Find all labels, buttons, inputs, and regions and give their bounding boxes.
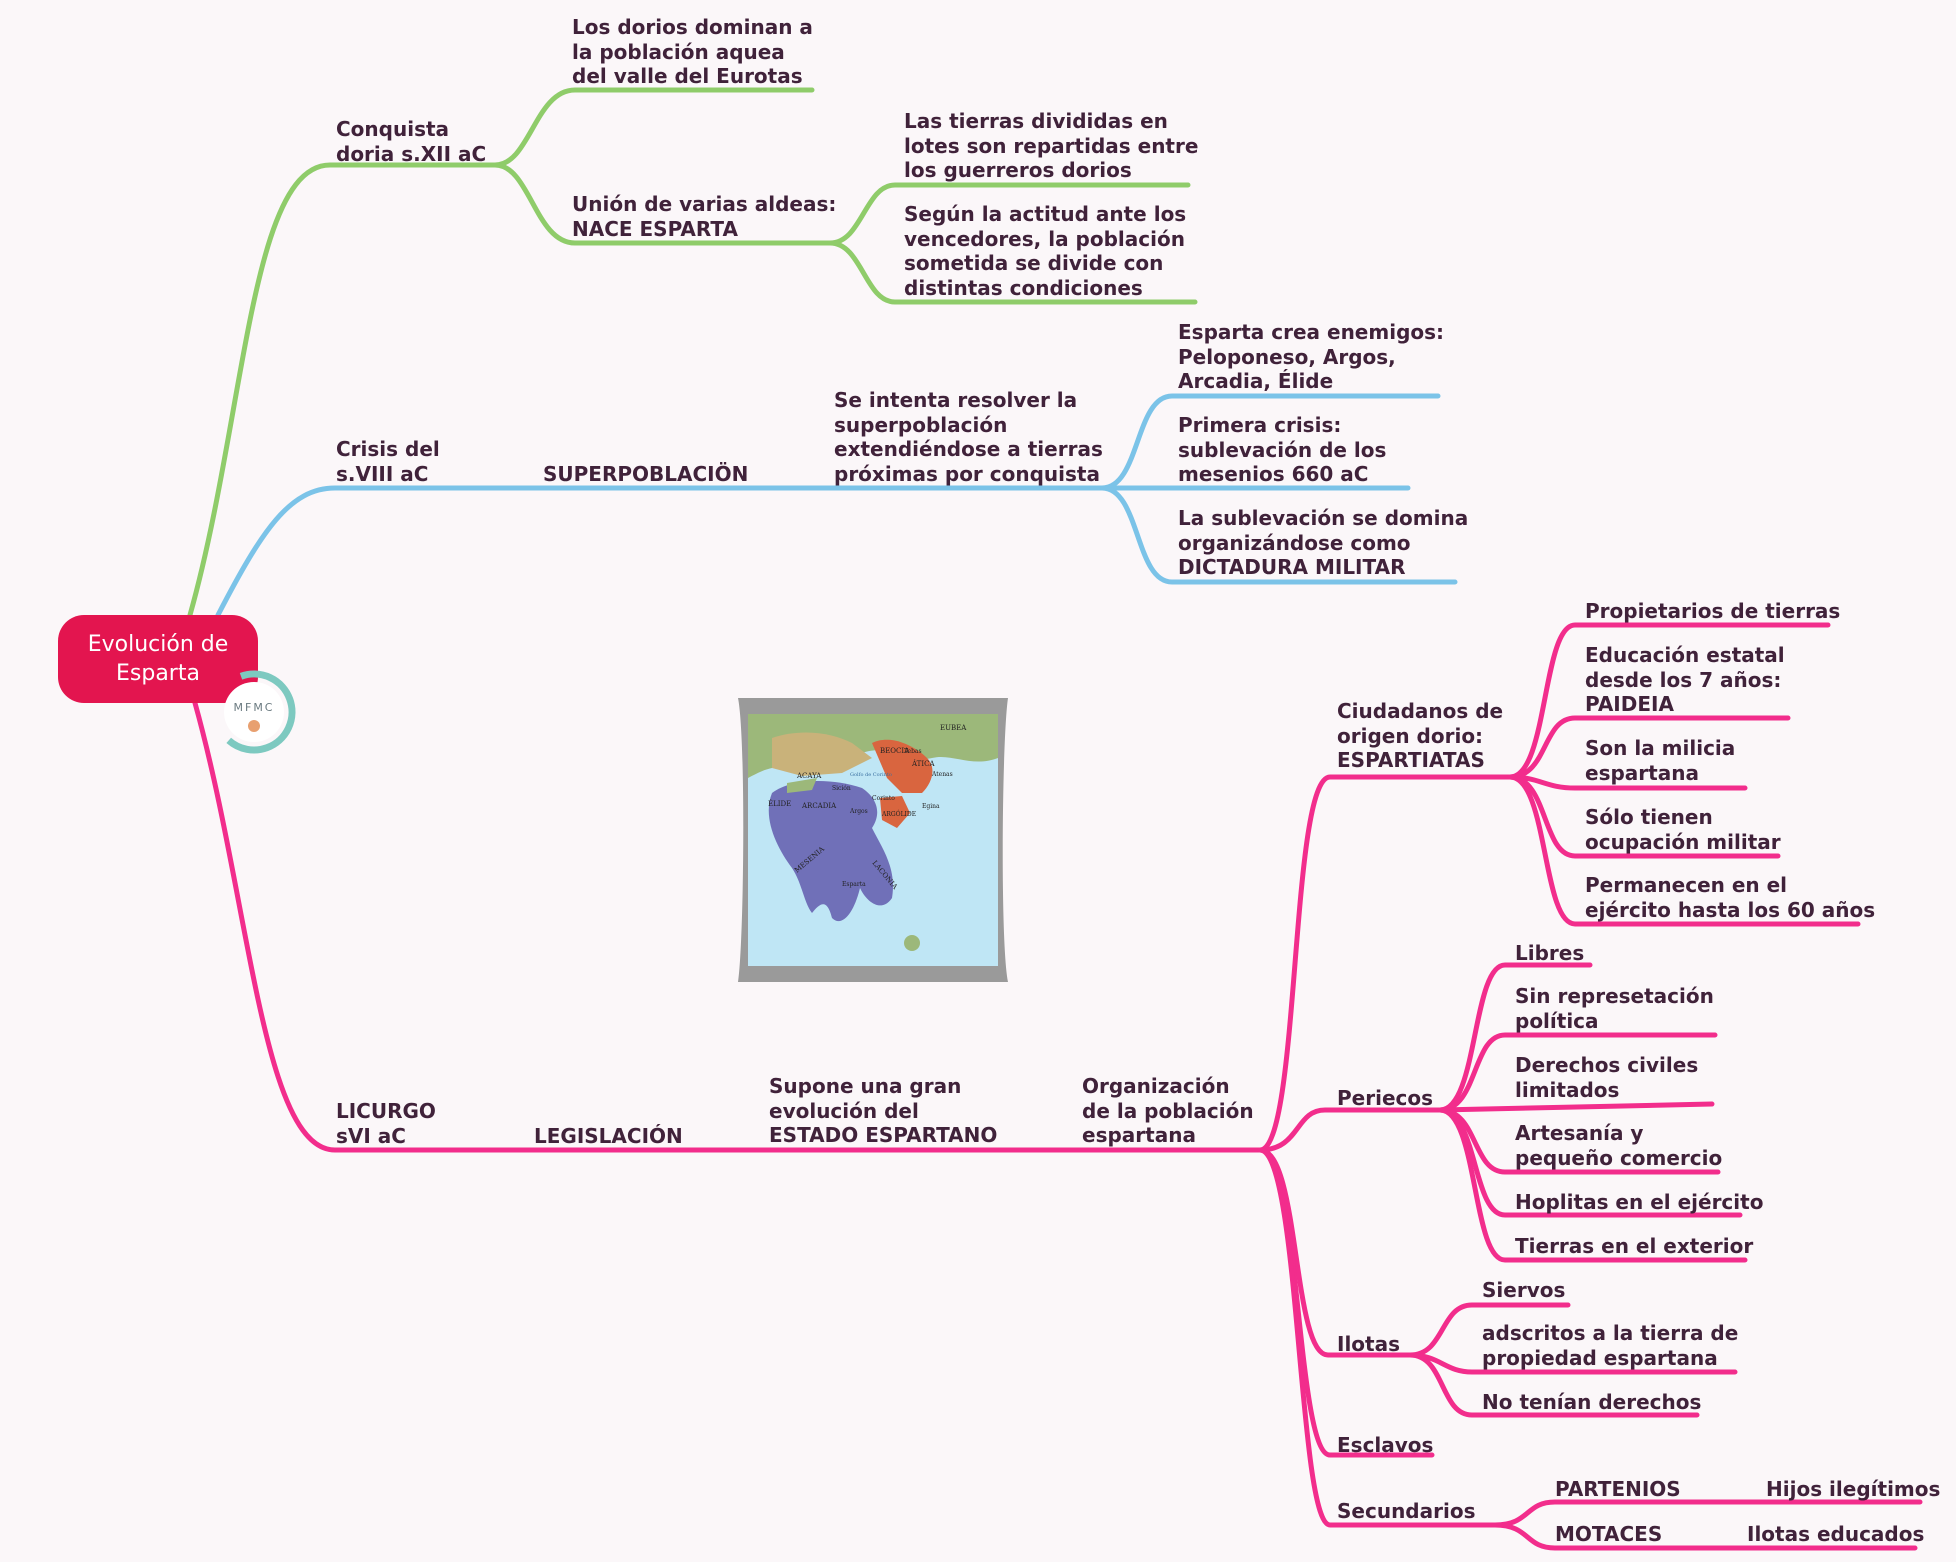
- ilotas-item-line: [1407, 1352, 1700, 1418]
- ilotas-item[interactable]: adscritos a la tierra de propiedad espar…: [1482, 1321, 1739, 1370]
- espartiatas-item-line: [1507, 774, 1861, 927]
- dictadura-militar-label[interactable]: La sublevación se domina organizándose c…: [1178, 506, 1469, 579]
- crisis-to-enemigos-line: [1099, 393, 1441, 491]
- espartiatas-item[interactable]: Son la milicia espartana: [1585, 736, 1736, 785]
- secundarios-to-motaces-line: [1492, 1522, 1918, 1551]
- espartiatas-item-line: [1507, 715, 1791, 780]
- crisis-label[interactable]: Crisis del s.VIII aC: [336, 437, 440, 486]
- conquista-label[interactable]: Conquista doria s.XII aC: [336, 117, 487, 166]
- ilotas-item-line: [1407, 1302, 1571, 1358]
- ilotas-item[interactable]: No tenían derechos: [1482, 1390, 1702, 1414]
- root-node[interactable]: Evolución de Esparta: [58, 615, 258, 703]
- map-label: ÁTICA: [911, 759, 935, 768]
- dorios-dominan-label[interactable]: Los dorios dominan a la población aquea …: [572, 15, 813, 88]
- espartiatas-label[interactable]: Ciudadanos de origen dorio: ESPARTIATAS: [1337, 699, 1504, 772]
- map-label: Egina: [922, 803, 940, 810]
- periecos-item[interactable]: Sin represetación política: [1515, 984, 1714, 1033]
- periecos-item-line: [1437, 1101, 1715, 1113]
- map-label: Tebas: [904, 748, 922, 755]
- root-to-conquista-line: [187, 162, 498, 618]
- map-label: Atenas: [931, 771, 953, 778]
- esparta-enemigos-label[interactable]: Esparta crea enemigos: Peloponeso, Argos…: [1178, 320, 1445, 393]
- union-to-tierras-line: [827, 182, 1191, 246]
- org-to-espartiatas-line: [1257, 774, 1513, 1153]
- periecos-item[interactable]: Hoplitas en el ejército: [1515, 1190, 1764, 1214]
- map-label: BEOCIA: [880, 747, 910, 755]
- crisis-to-sublevacion-line: [1099, 485, 1458, 585]
- logo-text: MFMC: [234, 701, 275, 714]
- org-to-periecos-line: [1257, 1107, 1443, 1153]
- superpoblacion-label[interactable]: SUPERPOBLACIÖN: [543, 462, 749, 486]
- tierras-divididas-label[interactable]: Las tierras divididas en lotes son repar…: [904, 109, 1199, 182]
- org-to-ilotas-line: [1257, 1147, 1413, 1358]
- greece-map-image: BEOCIA EUBEA ÁTICA Tebas Atenas ACAYA Si…: [738, 698, 1008, 982]
- root-to-licurgo-line: [192, 700, 1263, 1153]
- partenios-desc-label[interactable]: Hijos ilegítimos: [1766, 1477, 1941, 1501]
- partenios-label[interactable]: PARTENIOS: [1555, 1477, 1681, 1501]
- resolver-superpoblacion-label[interactable]: Se intenta resolver la superpoblación ex…: [834, 388, 1103, 486]
- periecos-item-line: [1437, 962, 1593, 1113]
- ilotas-item[interactable]: Siervos: [1482, 1278, 1566, 1302]
- map-label: ARCADIA: [801, 802, 837, 810]
- root-to-crisis-line: [215, 485, 1105, 618]
- map-label: Golfo de Corinto: [850, 772, 892, 778]
- espartiatas-item[interactable]: Propietarios de tierras: [1585, 599, 1841, 623]
- periecos-item[interactable]: Tierras en el exterior: [1515, 1234, 1754, 1258]
- secundarios-label[interactable]: Secundarios: [1337, 1499, 1476, 1523]
- union-to-actitud-line: [827, 240, 1198, 305]
- mfmc-logo: MFMC: [212, 670, 296, 754]
- periecos-item[interactable]: Derechos civiles limitados: [1515, 1053, 1699, 1102]
- map-label: Sición: [832, 785, 851, 792]
- motaces-desc-label[interactable]: Ilotas educados: [1747, 1522, 1925, 1546]
- map-label: Esparta: [842, 881, 866, 888]
- conquista-to-union-line: [492, 162, 833, 246]
- map-label: ARGÓLIDE: [881, 810, 916, 818]
- actitud-vencedores-label[interactable]: Según la actitud ante los vencedores, la…: [904, 202, 1187, 300]
- map-label: Argos: [849, 808, 868, 815]
- evolucion-estado-label[interactable]: Supone una gran evolución del ESTADO ESP…: [769, 1074, 998, 1147]
- crisis-connectors: [215, 393, 1458, 618]
- organizacion-poblacion-label[interactable]: Organización de la población espartana: [1082, 1074, 1254, 1147]
- primera-crisis-label[interactable]: Primera crisis: sublevación de los mesen…: [1178, 413, 1387, 486]
- union-aldeas-label[interactable]: Unión de varias aldeas: NACE ESPARTA: [572, 192, 837, 241]
- esclavos-label[interactable]: Esclavos: [1337, 1433, 1434, 1457]
- map-label: ÉLIDE: [768, 799, 791, 808]
- periecos-item[interactable]: Libres: [1515, 941, 1585, 965]
- motaces-label[interactable]: MOTACES: [1555, 1522, 1663, 1546]
- map-label: EUBEA: [940, 724, 967, 732]
- espartiatas-item[interactable]: Permanecen en el ejército hasta los 60 a…: [1585, 873, 1876, 922]
- conquista-to-dorios-line: [492, 87, 815, 168]
- conquista-connectors: [187, 87, 1198, 618]
- map-label: ACAYA: [796, 772, 822, 780]
- periecos-item-line: [1437, 1032, 1718, 1113]
- legislacion-label[interactable]: LEGISLACIÓN: [534, 1124, 683, 1148]
- periecos-label[interactable]: Periecos: [1337, 1086, 1434, 1110]
- periecos-item-line: [1437, 1107, 1748, 1263]
- espartiatas-item[interactable]: Sólo tienen ocupación militar: [1585, 805, 1781, 854]
- espartiatas-item-line: [1507, 622, 1831, 780]
- espartiatas-item[interactable]: Educación estatal desde los 7 años: PAID…: [1585, 643, 1785, 716]
- periecos-item[interactable]: Artesanía y pequeño comercio: [1515, 1121, 1723, 1170]
- org-to-secundarios-line: [1257, 1147, 1498, 1528]
- licurgo-connectors: [192, 622, 1923, 1551]
- ilotas-label[interactable]: Ilotas: [1337, 1332, 1400, 1356]
- map-label: Corinto: [872, 795, 895, 802]
- licurgo-label[interactable]: LICURGO sVI aC: [336, 1099, 436, 1148]
